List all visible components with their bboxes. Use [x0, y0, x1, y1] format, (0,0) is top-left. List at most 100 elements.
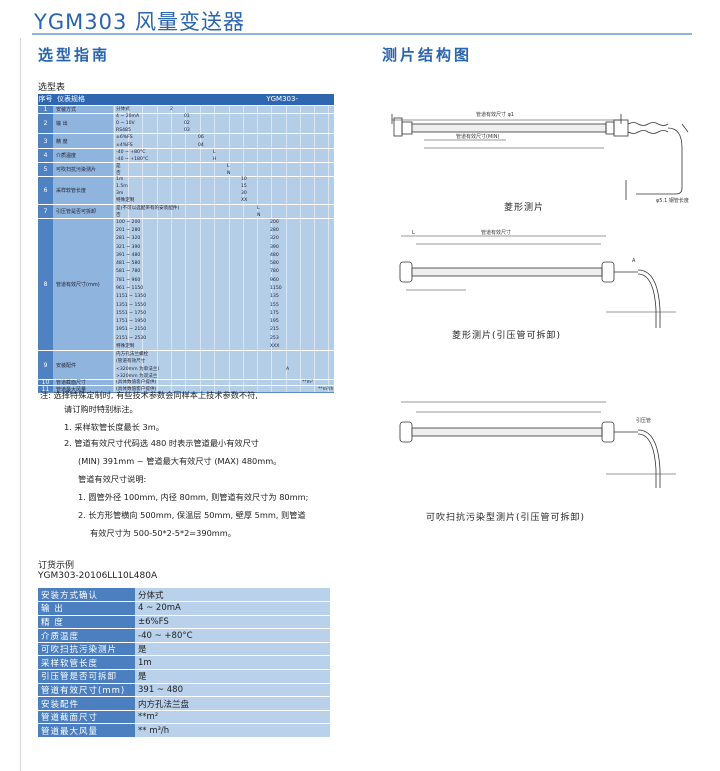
page-title: YGM303 风量变送器	[34, 10, 245, 34]
option-text: RS485	[116, 127, 131, 133]
order-key: 管道最大风量	[38, 723, 135, 739]
option-code: 02	[184, 120, 190, 126]
group-number: 7	[38, 204, 53, 218]
group-name: 管道最大风量	[53, 386, 113, 392]
order-value: **m²	[135, 710, 330, 725]
order-value: 4 ~ 20mA	[135, 601, 330, 616]
option-code: 960	[270, 277, 279, 283]
hose-label: φ5.1 钢管长度	[656, 197, 689, 204]
option-row: (具体数值客户提供)**m³/h	[114, 386, 334, 392]
option-row: 391 ~ 480 480	[114, 252, 334, 260]
order-key: 可吹扫抗污染测片	[38, 642, 135, 657]
option-text: 0 ~ 10V	[116, 120, 135, 126]
group-name: 管道有效尺寸(mm)	[53, 218, 113, 351]
option-text: 2151 ~ 2530	[116, 335, 147, 341]
note-line: 有效尺寸为 500-50*2-5*2=390mm。	[90, 528, 236, 538]
order-value: ±6%FS	[135, 615, 330, 630]
option-code: 480	[270, 252, 279, 258]
group-name: 安装方式	[53, 106, 113, 113]
option-text: ±6%FS	[116, 135, 133, 141]
option-code: L	[213, 149, 216, 155]
option-code: A	[286, 366, 290, 372]
order-row: 精 度±6%FS	[38, 615, 330, 630]
l-label: L	[412, 230, 415, 236]
order-example-code: YGM303-20106LL10L480A	[38, 571, 158, 581]
note-line: 请订购时特别标注。	[64, 404, 138, 414]
option-code: 195	[270, 319, 279, 325]
order-value: 391 ~ 480	[135, 683, 330, 698]
option-text: 1751 ~ 1950	[116, 319, 147, 325]
order-value: 内方孔法兰盘	[135, 696, 330, 711]
order-row: 管道截面尺寸**m²	[38, 710, 330, 725]
option-text: 1551 ~ 1750	[116, 310, 147, 316]
option-text: 201 ~ 280	[116, 228, 141, 234]
order-value: -40 ~ +80°C	[135, 628, 330, 643]
group-name: 介质温度	[53, 148, 113, 162]
order-value: 是	[135, 642, 330, 657]
option-text: 1951 ~ 2150	[116, 327, 147, 333]
header-spec: 仪表规格	[57, 95, 85, 103]
note-line: 1. 圆管外径 100mm, 内径 80mm, 则管道有效尺寸为 80mm;	[78, 492, 309, 502]
option-code: 01	[184, 113, 190, 119]
diamond-probe-diagram: 管道有效尺寸 φ1 管道有效尺寸(MIN) φ5.1 钢管长度	[391, 111, 689, 204]
purge-probe-diagram: 引压管	[399, 401, 676, 488]
order-key: 采样软管长度	[38, 655, 135, 671]
option-text: 3m	[116, 190, 124, 196]
option-text: >320mm 为双法兰	[116, 373, 158, 379]
group-number: 1	[38, 106, 53, 113]
group-number: 9	[38, 351, 53, 379]
option-row: 3m 30	[114, 191, 334, 198]
option-code: 30	[241, 190, 247, 196]
note-line: 1. 采样软管长度最长 3m。	[64, 422, 164, 432]
option-code: 580	[270, 261, 279, 267]
option-text: 1151 ~ 1350	[116, 294, 147, 300]
note-line: 管道有效尺寸说明:	[78, 474, 147, 484]
option-text: 否	[116, 171, 121, 177]
option-code: N	[227, 171, 231, 177]
grid-line	[200, 105, 201, 392]
section-selection-guide: 选型指南	[38, 46, 111, 64]
option-code: **m²	[302, 379, 313, 385]
dim-s-label: 管道有效尺寸	[481, 229, 511, 236]
option-code: 280	[270, 228, 279, 234]
grid-line	[257, 105, 258, 392]
option-row: 961 ~ 1150 1150	[114, 285, 334, 293]
order-value: 1m	[135, 655, 330, 671]
selection-table-header: 序号 仪表规格 YGM303-	[38, 94, 334, 105]
option-row: <320mm 为单法兰)A	[114, 366, 334, 373]
option-text: -40 ~ +180°C	[116, 156, 149, 162]
grid-line	[214, 105, 215, 392]
option-code: 175	[270, 310, 279, 316]
order-key: 引压管是否可拆卸	[38, 669, 135, 684]
option-code: 155	[270, 302, 279, 308]
option-code: 1150	[270, 286, 282, 292]
grid-line	[185, 105, 186, 392]
group-name: 管道截面尺寸	[53, 379, 113, 386]
order-row: 引压管是否可拆卸是	[38, 669, 330, 684]
group-name: 安装配件	[53, 351, 113, 379]
option-text: 391 ~ 480	[116, 252, 141, 258]
option-text: 961 ~ 1150	[116, 286, 144, 292]
option-code: 215	[270, 327, 279, 333]
order-row: 安装方式确认分体式	[38, 588, 330, 603]
option-row: 是(不可以选配带有的安装配件)L	[114, 205, 334, 212]
grid-line	[114, 105, 115, 392]
group-number: 2	[38, 113, 53, 134]
option-row: (具体数值客户提供)**m²	[114, 380, 334, 387]
